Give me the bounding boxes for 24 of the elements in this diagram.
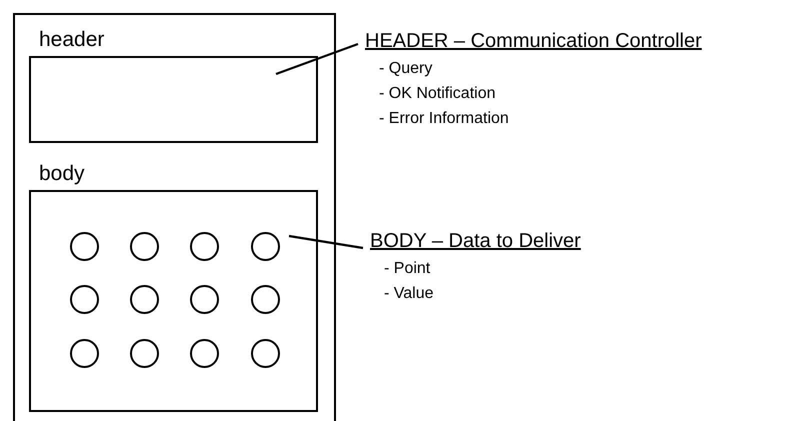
circle-symbol xyxy=(70,339,99,368)
circle-symbol xyxy=(70,285,99,314)
circle-symbol xyxy=(251,339,280,368)
callout-heading: HEADER – Communication Controller xyxy=(365,30,702,53)
circle-symbol xyxy=(130,285,159,314)
list-item: - Point xyxy=(384,260,430,278)
circle-symbol xyxy=(190,339,219,368)
outer-frame xyxy=(13,13,336,421)
leader-line xyxy=(288,234,364,250)
callout-heading: BODY – Data to Deliver xyxy=(370,230,581,253)
section-label: body xyxy=(39,162,85,186)
section-label: header xyxy=(39,28,104,52)
circle-symbol xyxy=(190,285,219,314)
list-item: - Error Information xyxy=(379,110,509,128)
circle-symbol xyxy=(130,339,159,368)
circle-symbol xyxy=(130,232,159,261)
circle-symbol xyxy=(251,232,280,261)
circle-symbol xyxy=(70,232,99,261)
leader-line xyxy=(276,42,358,76)
list-item: - OK Notification xyxy=(379,85,496,103)
list-item: - Value xyxy=(384,285,434,303)
list-item: - Query xyxy=(379,60,432,78)
circle-symbol xyxy=(251,285,280,314)
circle-symbol xyxy=(190,232,219,261)
